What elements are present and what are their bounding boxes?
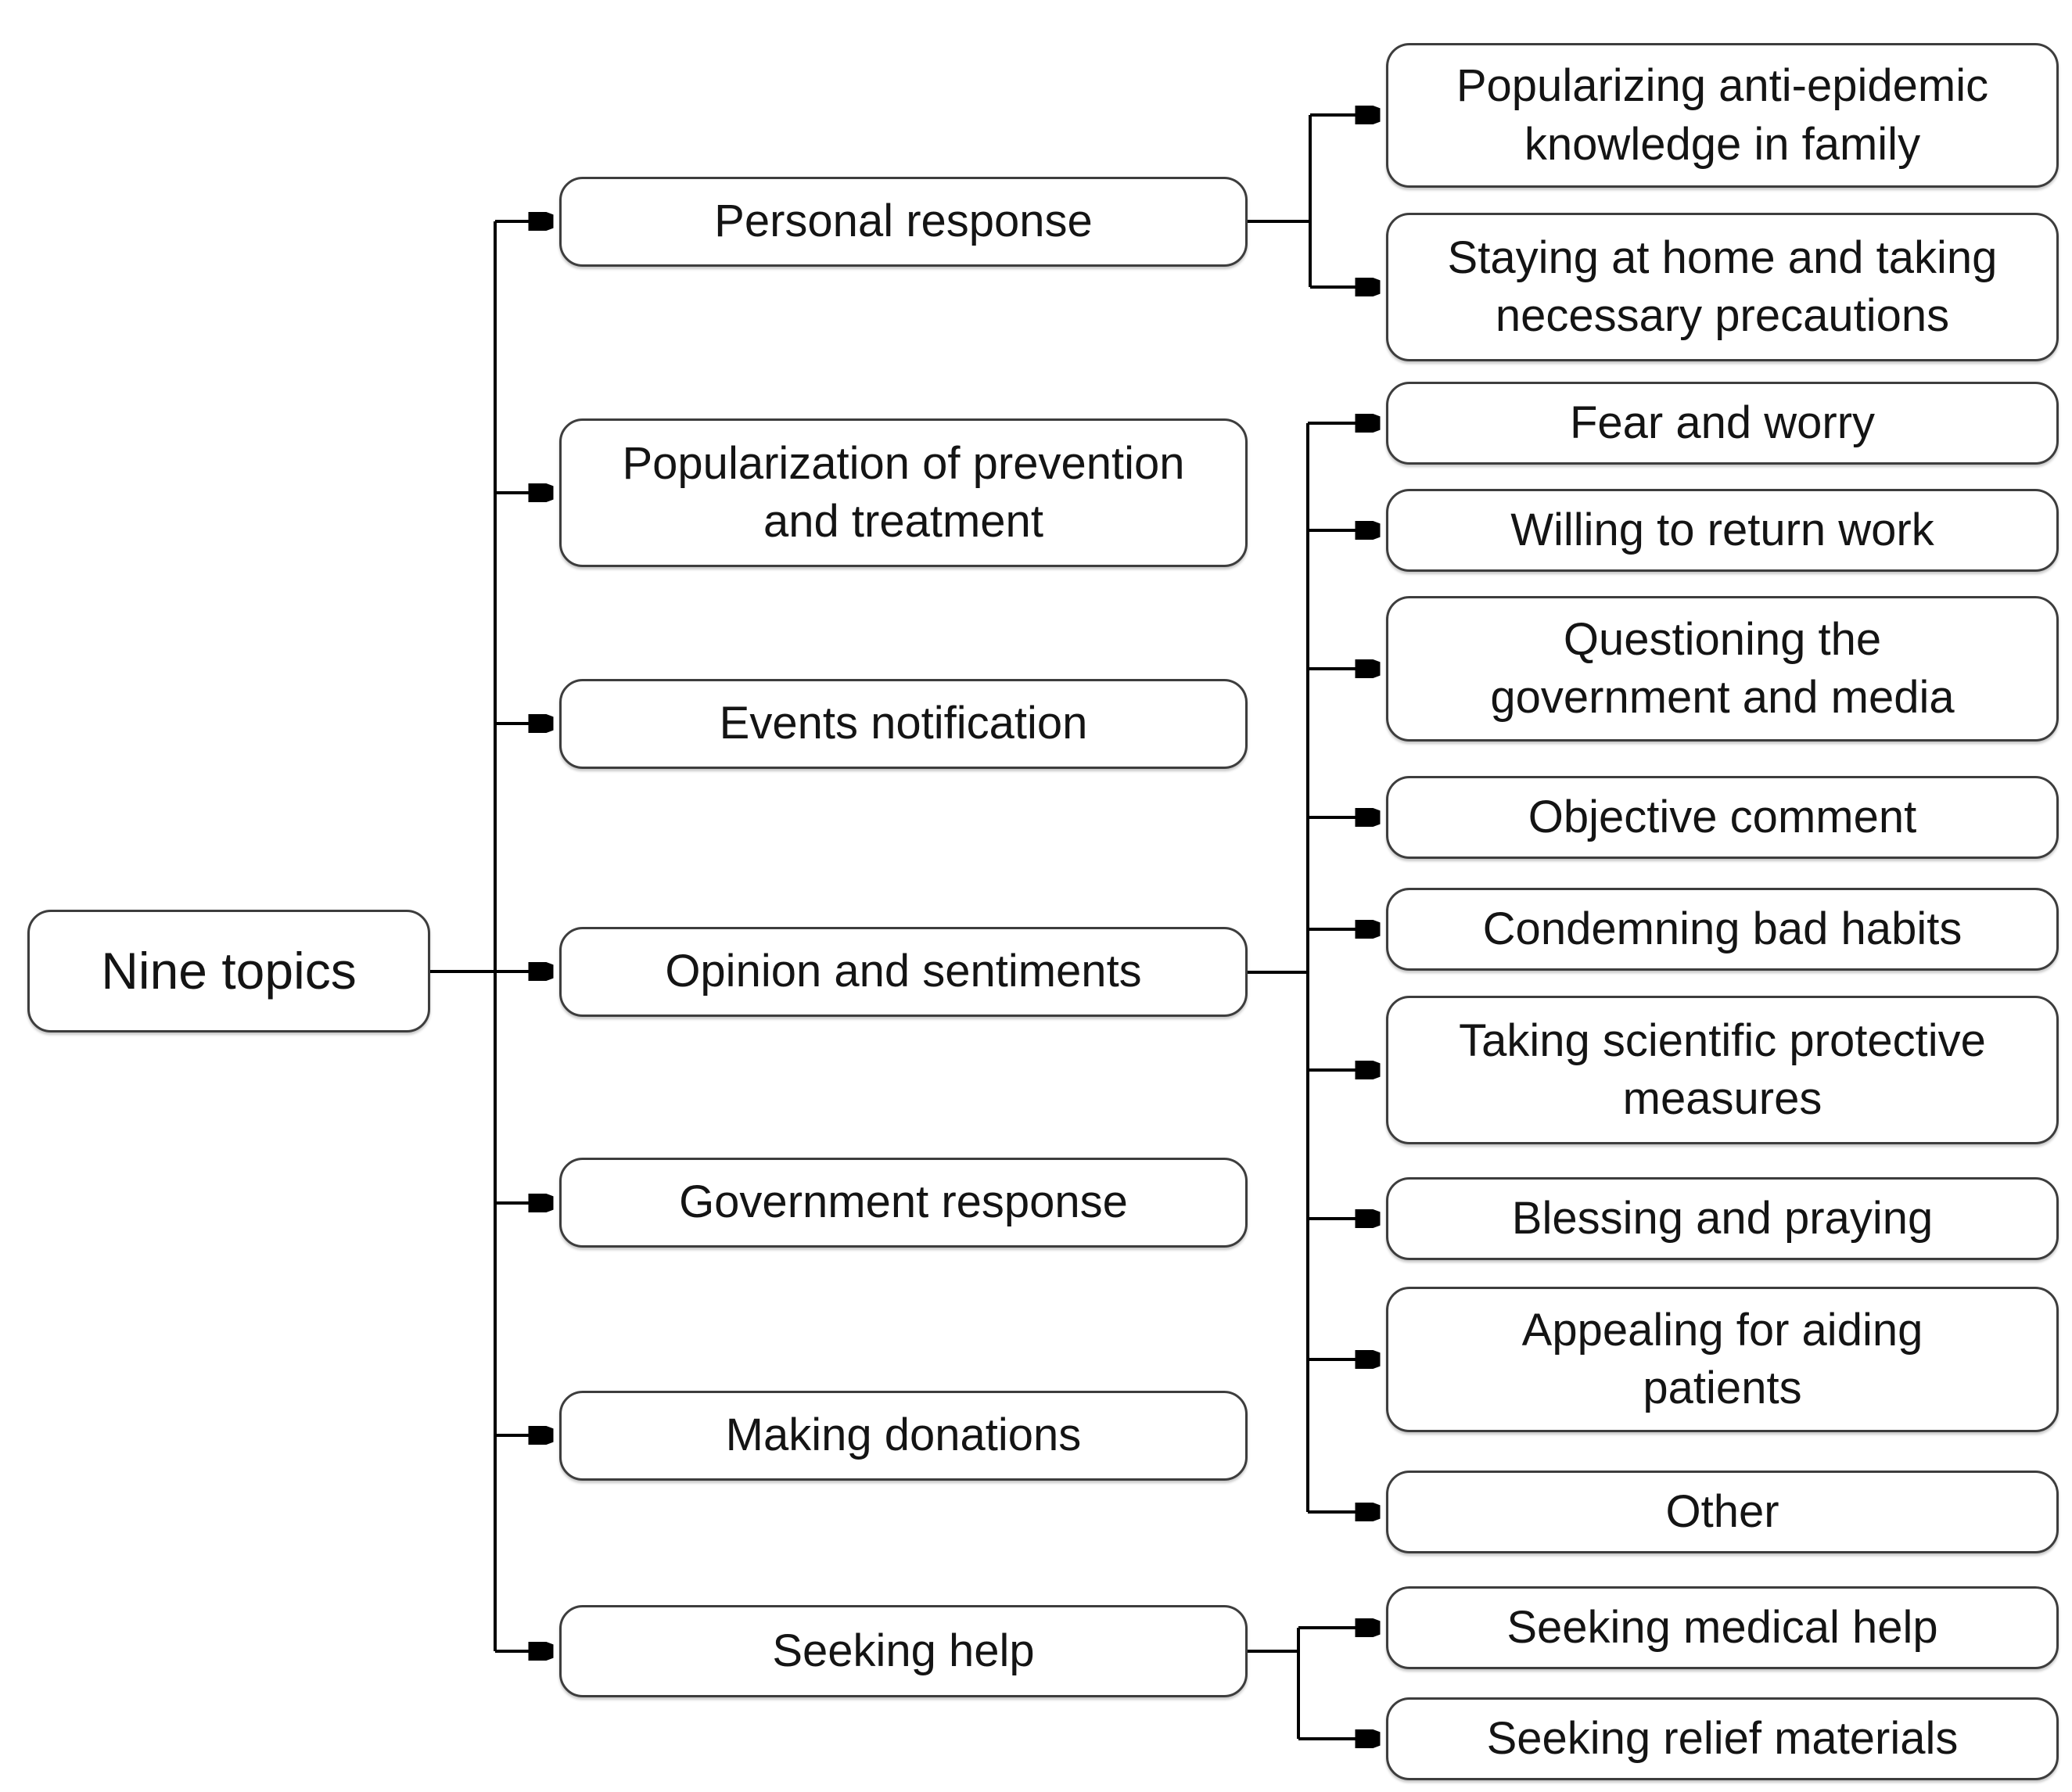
- node-label: Popularization of prevention and treatme…: [622, 437, 1185, 547]
- node-label: Taking scientific protective measures: [1459, 1015, 1986, 1124]
- node-seeking-help: Seeking help: [559, 1605, 1248, 1697]
- node-label: Events notification: [719, 698, 1088, 749]
- node-personal-response: Personal response: [559, 177, 1248, 267]
- node-questioning-government-media: Questioning the government and media: [1386, 596, 2059, 742]
- node-label: Seeking help: [772, 1625, 1035, 1676]
- node-taking-scientific-protective-measures: Taking scientific protective measures: [1386, 996, 2059, 1144]
- node-events-notification: Events notification: [559, 679, 1248, 769]
- node-seeking-relief-materials: Seeking relief materials: [1386, 1697, 2059, 1780]
- node-label: Personal response: [714, 196, 1093, 247]
- node-condemning-bad-habits: Condemning bad habits: [1386, 888, 2059, 971]
- node-popularizing-anti-epidemic-knowledge: Popularizing anti-epidemic knowledge in …: [1386, 43, 2059, 188]
- node-seeking-medical-help: Seeking medical help: [1386, 1586, 2059, 1669]
- node-making-donations: Making donations: [559, 1391, 1248, 1481]
- node-nine-topics: Nine topics: [27, 910, 430, 1032]
- node-opinion-and-sentiments: Opinion and sentiments: [559, 927, 1248, 1017]
- node-government-response: Government response: [559, 1158, 1248, 1248]
- node-label: Objective comment: [1528, 791, 1917, 842]
- node-label: Willing to return work: [1510, 504, 1934, 555]
- node-appealing-for-aiding-patients: Appealing for aiding patients: [1386, 1287, 2059, 1432]
- node-label: Nine topics: [101, 942, 357, 1000]
- node-objective-comment: Objective comment: [1386, 776, 2059, 859]
- node-label: Questioning the government and media: [1490, 613, 1955, 723]
- node-blessing-and-praying: Blessing and praying: [1386, 1177, 2059, 1260]
- node-label: Blessing and praying: [1511, 1192, 1934, 1244]
- node-label: Government response: [679, 1176, 1128, 1228]
- node-label: Seeking relief materials: [1486, 1712, 1959, 1764]
- node-label: Making donations: [725, 1410, 1082, 1461]
- node-label: Condemning bad habits: [1482, 903, 1962, 954]
- node-label: Other: [1665, 1485, 1779, 1537]
- node-label: Appealing for aiding patients: [1521, 1304, 1923, 1413]
- node-label: Opinion and sentiments: [665, 946, 1142, 997]
- node-willing-to-return-work: Willing to return work: [1386, 489, 2059, 572]
- node-label: Fear and worry: [1569, 397, 1876, 448]
- node-label: Popularizing anti-epidemic knowledge in …: [1456, 60, 1989, 170]
- node-fear-and-worry: Fear and worry: [1386, 382, 2059, 465]
- node-label: Seeking medical help: [1506, 1601, 1938, 1653]
- node-staying-at-home: Staying at home and taking necessary pre…: [1386, 213, 2059, 361]
- node-popularization-of-prevention-and-treatment: Popularization of prevention and treatme…: [559, 418, 1248, 567]
- node-label: Staying at home and taking necessary pre…: [1447, 232, 1998, 341]
- node-other: Other: [1386, 1471, 2059, 1553]
